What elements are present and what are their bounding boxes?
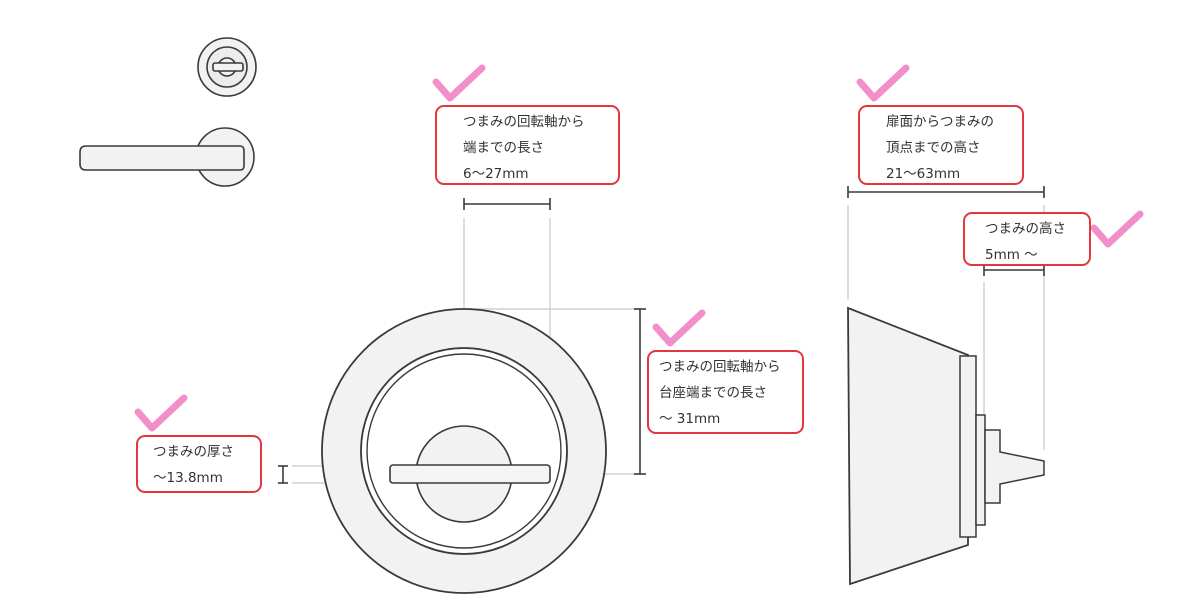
label-line: つまみの厚さ [153,444,234,460]
check-mark-icon [652,309,706,347]
label-knob-thickness: つまみの厚さ 〜13.8mm [136,435,262,493]
label-line: 台座端までの長さ [659,385,767,401]
label-line: 頂点までの高さ [886,140,981,156]
label-line: つまみの回転軸から [463,114,585,130]
label-line: つまみの回転軸から [659,359,781,375]
dimension-lines [278,186,1045,484]
label-value: 〜 31mm [659,411,721,427]
thumbturn-knob [389,464,551,484]
label-value: 21〜63mm [886,166,961,182]
label-value: 〜13.8mm [153,470,223,486]
check-mark-icon [134,394,188,432]
label-knob-height: つまみの高さ 5mm 〜 [963,212,1091,266]
check-mark-icon [432,64,486,102]
check-mark-icon [856,64,910,102]
check-mark-icon [1090,210,1144,248]
label-rotation-to-base-edge: つまみの回転軸から 台座端までの長さ 〜 31mm [647,350,804,434]
label-value: 5mm 〜 [985,247,1038,263]
label-line: つまみの高さ [985,221,1066,237]
small-thumbturn-illustration [197,37,257,97]
label-line: 端までの長さ [463,140,544,156]
label-line: 扉面からつまみの [886,114,994,130]
label-knob-height-from-door: 扉面からつまみの 頂点までの高さ 21〜63mm [858,105,1024,185]
label-value: 6〜27mm [463,166,529,182]
small-lever-handle-illustration [79,127,255,187]
label-knob-rotation-length: つまみの回転軸から 端までの長さ 6〜27mm [435,105,620,185]
thumbturn-side-view [847,306,1045,586]
thumbturn-front-view [321,308,607,594]
